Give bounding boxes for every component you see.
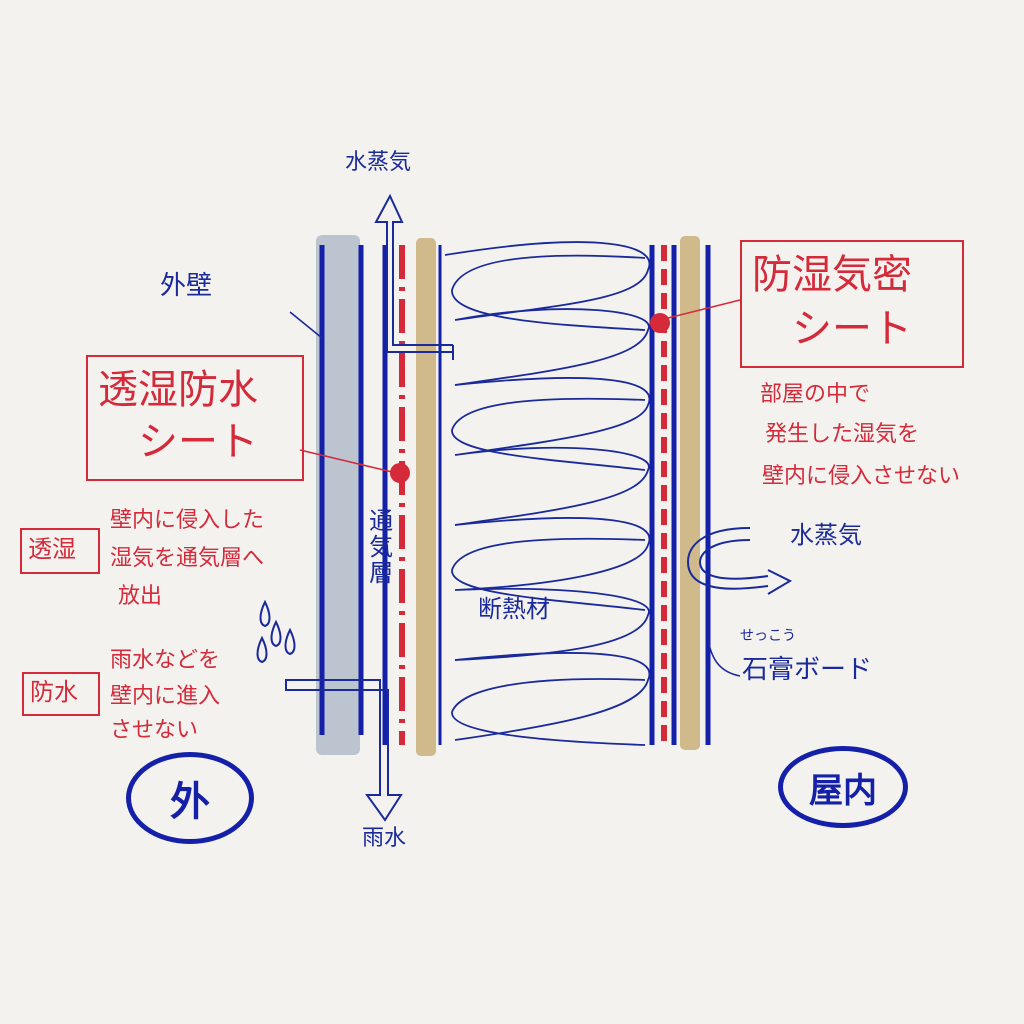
vapor-barrier-title-2: シート [792, 306, 912, 352]
vapor-barrier-title-1: 防湿気密 [752, 252, 912, 298]
moisture-tag-box: 透湿 [20, 528, 100, 574]
vapor-barrier-desc-3: 壁内に侵入させない [762, 464, 961, 489]
breathable-sheet-title-2: シート [138, 419, 258, 465]
breathable-sheet-leader [299, 449, 393, 473]
moisture-tag: 透湿 [28, 535, 76, 563]
insulation-loops [444, 241, 651, 746]
water-drops-icon [256, 599, 296, 664]
outside-label: 外 [170, 779, 210, 825]
gypsum-reading-label: せっこう [740, 628, 796, 644]
indoor-label: 屋内 [809, 770, 877, 811]
outer-wall-label: 外壁 [160, 271, 213, 301]
breathable-sheet-title-1: 透湿防水 [98, 367, 258, 413]
waterproof-desc-1: 雨水などを [110, 648, 221, 673]
gypsum-board-layer [680, 236, 700, 750]
waterproof-tag-box: 防水 [22, 672, 100, 716]
moisture-desc-3: 放出 [118, 584, 163, 609]
breathable-sheet-marker [390, 463, 410, 483]
vapor-barrier-leader [667, 299, 741, 319]
vapor-barrier-box: 防湿気密 シート [740, 240, 964, 368]
vapor-barrier-marker [650, 313, 670, 333]
vapor-right-arrow [686, 527, 793, 595]
rain-down-arrow [285, 679, 403, 822]
gypsum-board-label: 石膏ボード [742, 655, 873, 685]
vapor-right-label: 水蒸気 [790, 521, 862, 549]
vapor-barrier-desc-2: 発生した湿気を [765, 422, 920, 447]
waterproof-tag: 防水 [30, 678, 78, 706]
outer-wall-layer [316, 235, 360, 755]
rain-label: 雨水 [362, 826, 407, 851]
vapor-barrier-desc-1: 部屋の中で [760, 382, 871, 407]
moisture-desc-2: 湿気を通気層へ [110, 546, 265, 571]
outside-circle: 外 [126, 752, 254, 844]
vapor-up-arrow [374, 193, 454, 360]
moisture-desc-1: 壁内に侵入した [110, 508, 265, 533]
waterproof-desc-3: させない [110, 718, 199, 743]
vapor-top-label: 水蒸気 [345, 150, 412, 175]
waterproof-desc-2: 壁内に進入 [110, 684, 221, 709]
breathable-sheet-box: 透湿防水 シート [86, 355, 304, 481]
indoor-circle: 屋内 [778, 746, 908, 828]
sheathing-layer [416, 238, 436, 756]
gypsum-board-leader [707, 639, 741, 677]
insulation-label: 断熱材 [478, 595, 550, 623]
air-layer-label: 通気層 [364, 508, 393, 586]
outer-wall-leader [289, 311, 323, 339]
